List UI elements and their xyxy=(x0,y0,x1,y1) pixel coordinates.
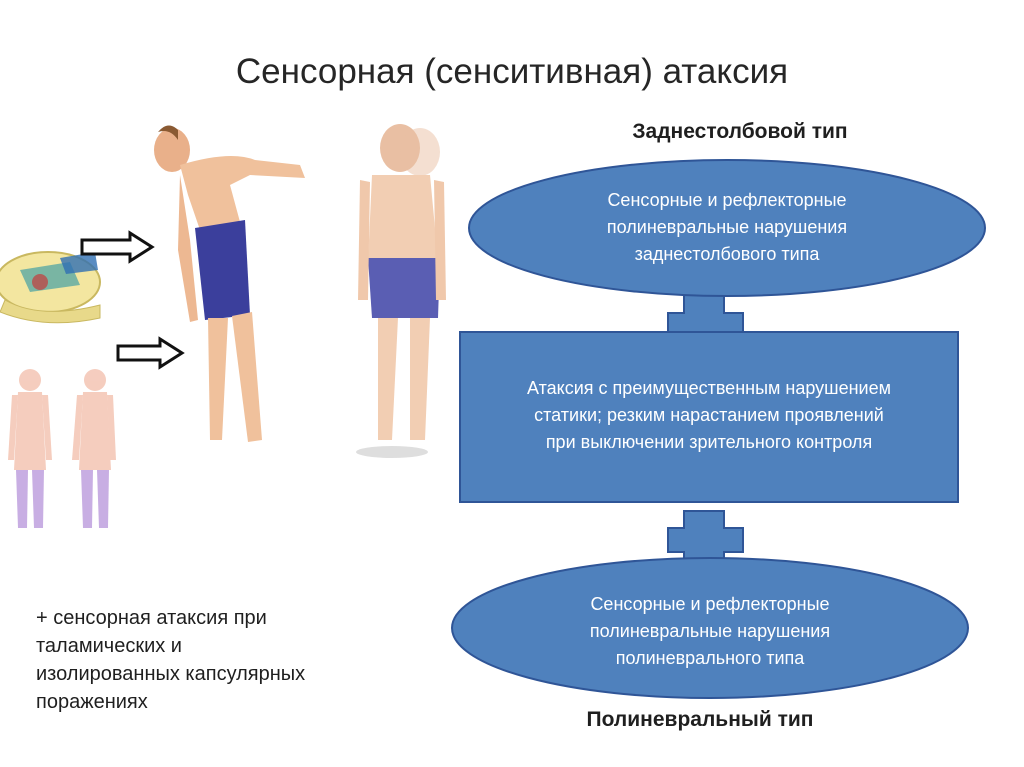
footnote-line: таламических и xyxy=(36,635,182,657)
node-line: заднестолбового типа xyxy=(634,244,820,264)
bottom-ellipse-node xyxy=(451,557,969,699)
footnote: + сенсорная атаксия при таламических и и… xyxy=(36,604,416,716)
node-line: статики; резким нарастанием проявлений xyxy=(534,405,884,425)
footnote-line: + сенсорная атаксия при xyxy=(36,607,267,629)
arrow-icon xyxy=(116,336,185,370)
node-line: полиневрального типа xyxy=(615,648,805,668)
top-type-label: Заднестолбовой тип xyxy=(632,120,848,143)
node-line: при выключении зрительного контроля xyxy=(545,432,873,452)
slide-title: Сенсорная (сенситивная) атаксия xyxy=(235,52,789,91)
middle-rect-node xyxy=(459,331,959,503)
spinal-cord-section-icon xyxy=(0,251,101,324)
connector-plus-top xyxy=(667,294,744,333)
bottom-node-text: Сенсорные и рефлекторные полиневральные … xyxy=(523,591,897,672)
top-node-text: Сенсорные и рефлекторные полиневральные … xyxy=(540,187,914,268)
swaying-man-figure xyxy=(356,124,446,458)
node-line: полиневральные нарушения xyxy=(589,621,831,641)
footnote-line: изолированных капсулярных xyxy=(36,663,306,685)
top-ellipse-node xyxy=(468,159,986,297)
bottom-type-label: Полиневральный тип xyxy=(586,708,814,731)
node-line: Атаксия с преимущественным нарушением xyxy=(527,378,891,398)
sensory-map-figure xyxy=(8,369,116,528)
middle-node-text: Атаксия с преимущественным нарушением ст… xyxy=(462,375,956,456)
node-line: полиневральные нарушения xyxy=(606,217,848,237)
footnote-line: поражениях xyxy=(36,691,148,713)
arrow-icon xyxy=(80,230,155,264)
node-line: Сенсорные и рефлекторные xyxy=(607,190,847,210)
stooped-man-figure xyxy=(154,125,305,442)
node-line: Сенсорные и рефлекторные xyxy=(590,594,830,614)
